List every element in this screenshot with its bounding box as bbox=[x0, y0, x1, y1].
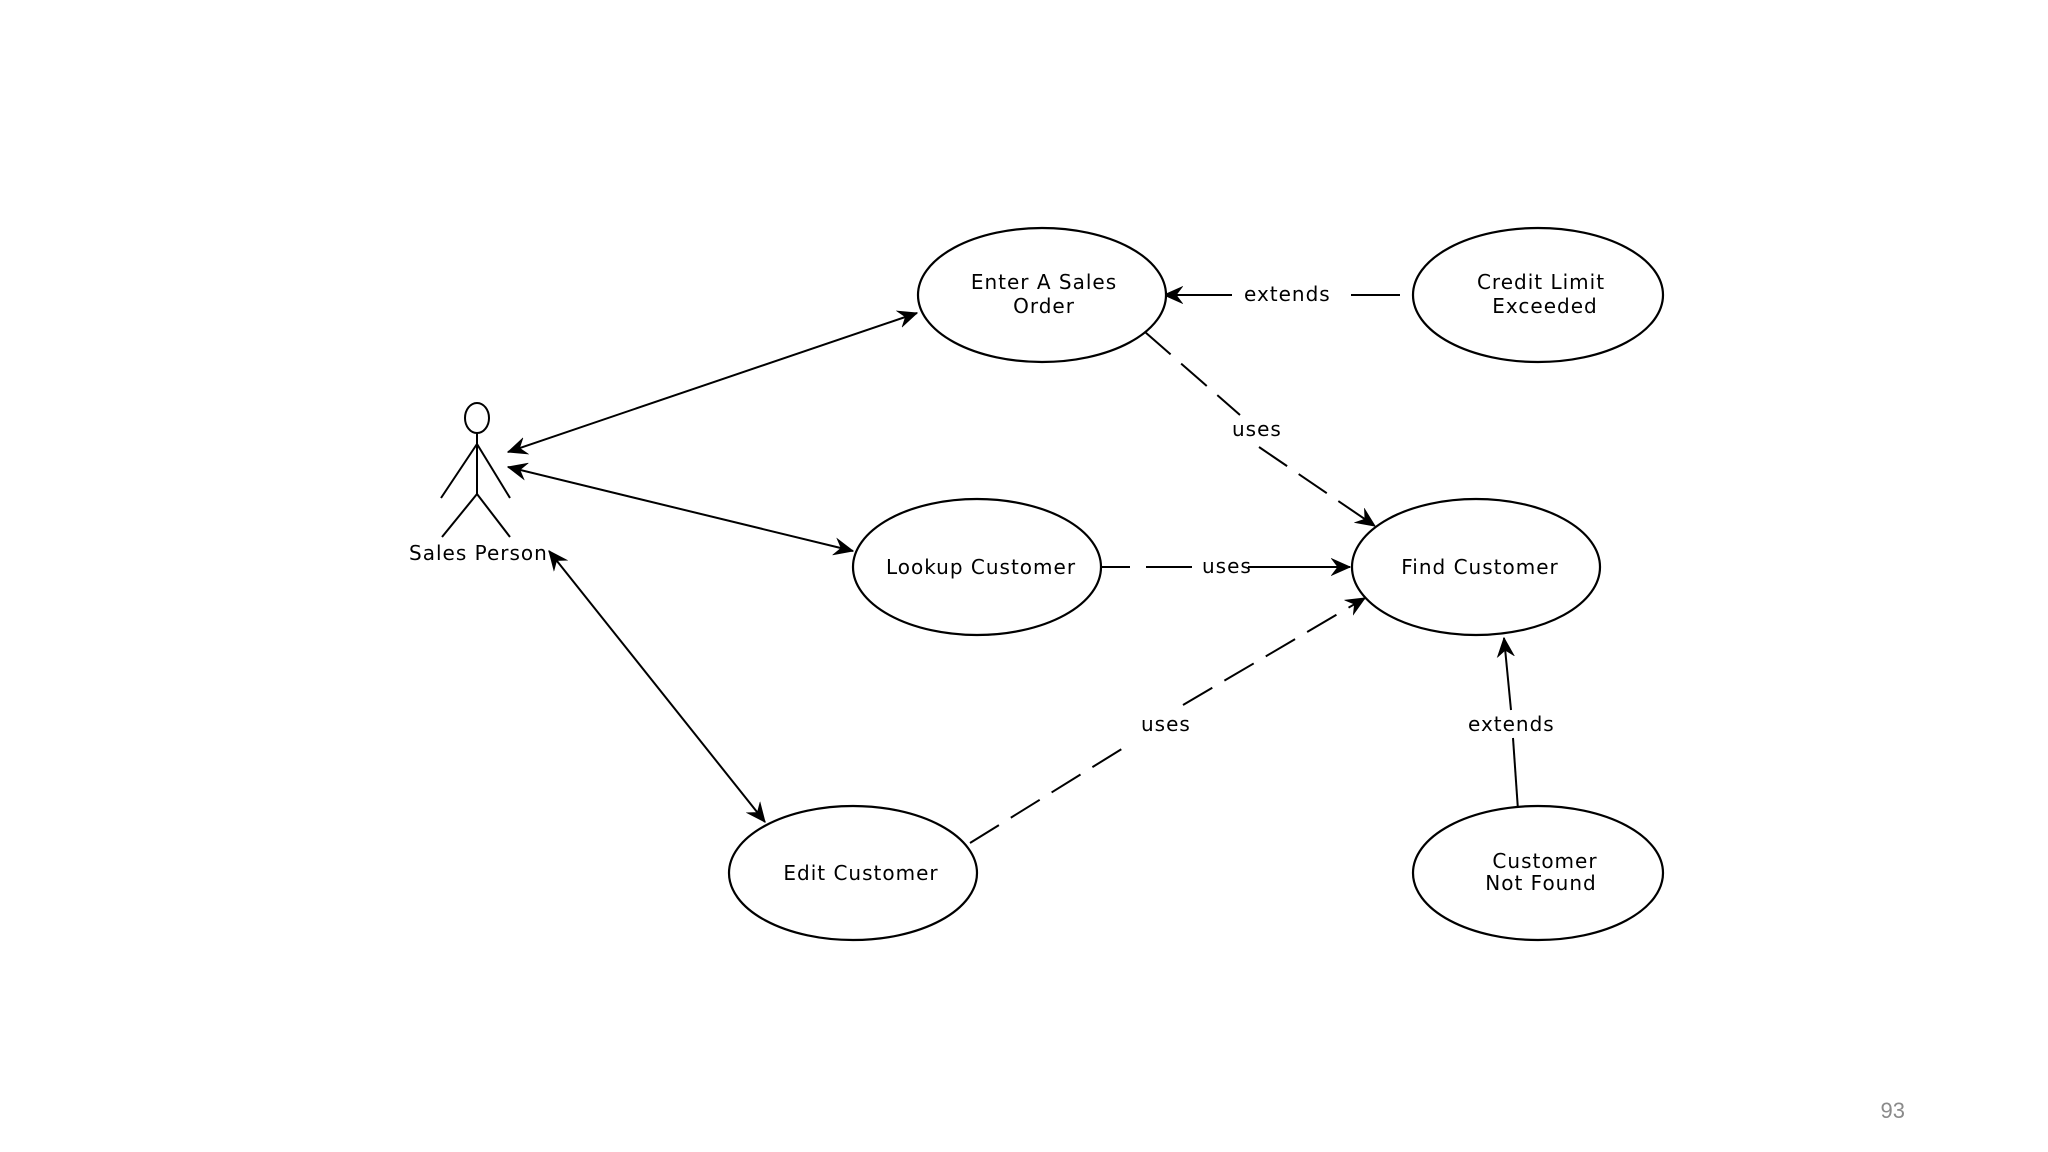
uses-line-order-lower bbox=[1258, 446, 1375, 527]
use-case-label-line1: Credit Limit bbox=[1477, 270, 1605, 294]
extends-line-notfound-upper bbox=[1504, 638, 1511, 711]
relation-lookup-uses-find: uses bbox=[1100, 554, 1350, 578]
use-case-label-line2: Order bbox=[1013, 294, 1075, 318]
use-case-lookup-customer[interactable]: Lookup Customer bbox=[851, 497, 1103, 637]
use-case-ellipse bbox=[1350, 497, 1602, 637]
use-case-ellipse bbox=[1411, 804, 1665, 942]
use-case-customer-not-found[interactable]: Customer Not Found bbox=[1411, 804, 1665, 942]
relation-edit-uses-find: uses bbox=[969, 597, 1365, 844]
actor-leg-left bbox=[441, 493, 478, 538]
slide-page-number: 93 bbox=[1880, 1098, 1905, 1123]
relation-notfound-extends-find: extends bbox=[1468, 638, 1555, 811]
use-case-ellipse bbox=[851, 497, 1103, 637]
actor-label: Sales Person bbox=[409, 541, 548, 565]
use-case-label-line2: Exceeded bbox=[1492, 294, 1597, 318]
extends-label-credit: extends bbox=[1244, 282, 1331, 306]
use-case-ellipse bbox=[916, 226, 1168, 364]
actor-arm-left bbox=[440, 443, 478, 499]
use-case-credit-limit-exceeded[interactable]: Credit Limit Exceeded bbox=[1411, 226, 1665, 364]
use-case-label-line1: Customer bbox=[1492, 849, 1597, 873]
actor-sales-person[interactable]: Sales Person bbox=[409, 402, 548, 565]
actor-arm-right bbox=[476, 443, 511, 499]
use-case-label: Find Customer bbox=[1401, 555, 1558, 579]
use-case-label: Lookup Customer bbox=[886, 555, 1076, 579]
use-case-label: Edit Customer bbox=[783, 861, 938, 885]
uses-line-edit-lower bbox=[969, 741, 1134, 844]
actor-leg-right bbox=[476, 493, 511, 538]
uses-label-lookup: uses bbox=[1202, 554, 1252, 578]
relation-credit-limit-extends-order: extends bbox=[1164, 282, 1400, 306]
uses-label-order: uses bbox=[1232, 417, 1282, 441]
actor-head bbox=[464, 402, 490, 434]
association-actor-lookup-customer bbox=[508, 467, 853, 551]
use-case-ellipse bbox=[1411, 226, 1665, 364]
relation-order-uses-find: uses bbox=[1144, 331, 1375, 527]
association-actor-edit-customer bbox=[548, 551, 766, 822]
extends-label-notfound: extends bbox=[1468, 712, 1555, 736]
extends-line-notfound-lower bbox=[1512, 737, 1519, 811]
uses-line-edit-upper bbox=[1182, 597, 1365, 706]
use-case-enter-sales-order[interactable]: Enter A Sales Order bbox=[916, 226, 1168, 364]
use-case-label-line1: Enter A Sales bbox=[971, 270, 1117, 294]
use-case-ellipse bbox=[727, 804, 979, 942]
use-case-find-customer[interactable]: Find Customer bbox=[1350, 497, 1602, 637]
uses-label-edit: uses bbox=[1141, 712, 1191, 736]
use-case-edit-customer[interactable]: Edit Customer bbox=[727, 804, 979, 942]
use-case-label-line2: Not Found bbox=[1485, 871, 1596, 895]
uses-line-order-upper bbox=[1144, 331, 1241, 416]
association-actor-enter-sales-order bbox=[508, 313, 917, 452]
